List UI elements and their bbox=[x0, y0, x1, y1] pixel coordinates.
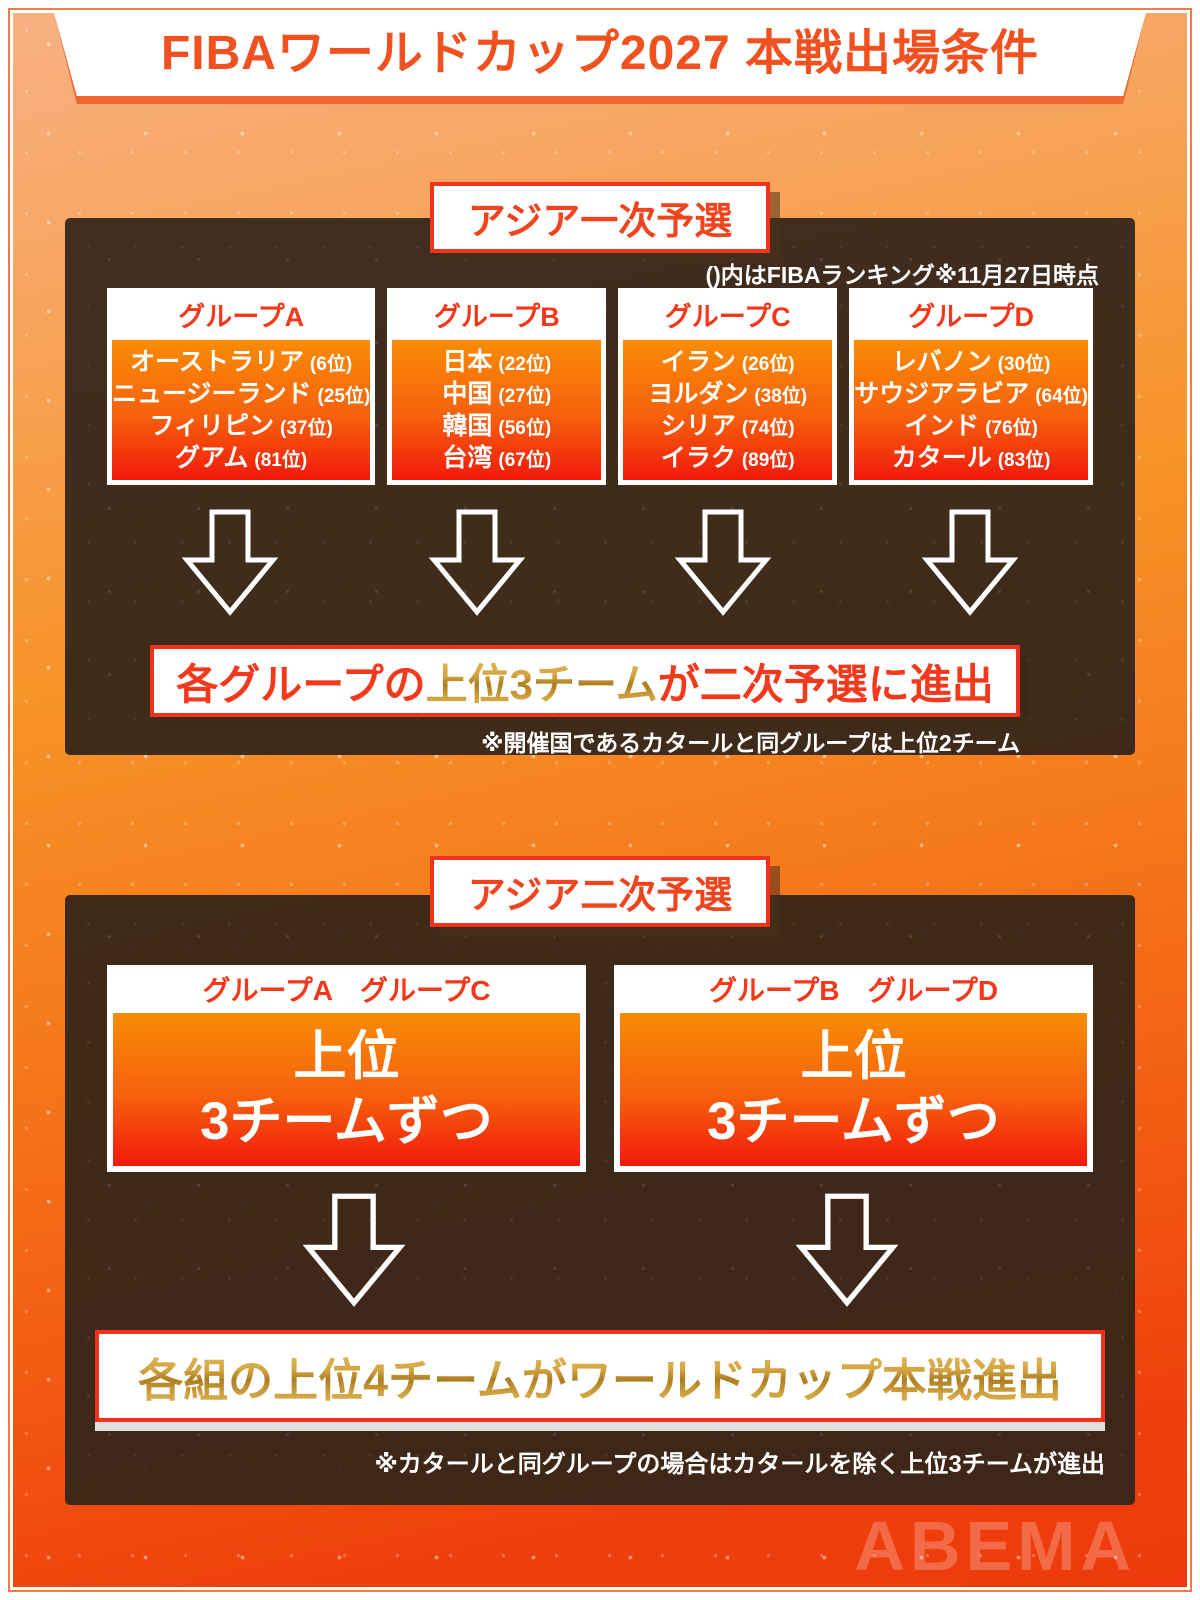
section1-arrows-row bbox=[107, 508, 1093, 616]
section2-result-banner: 各組の上位4チームがワールドカップ本戦進出 bbox=[95, 1330, 1105, 1422]
group-teams: レバノン(30位) サウジアラビア(64位) インド(76位) カタール(83位… bbox=[854, 340, 1088, 480]
team-row: カタール(83位) bbox=[891, 443, 1051, 472]
team-row: サウジアラビア(64位) bbox=[854, 379, 1088, 408]
team-row: オーストラリア(6位) bbox=[130, 347, 353, 376]
team-name: ヨルダン bbox=[648, 379, 749, 408]
team-row: 日本(22位) bbox=[442, 347, 552, 376]
pair-body: 上位 3チームずつ bbox=[620, 1013, 1087, 1166]
team-rank: (89位) bbox=[741, 449, 795, 471]
section1-groups-row: グループA オーストラリア(6位) ニュージーランド(25位) フィリピン(37… bbox=[107, 288, 1093, 485]
team-name: ニュージーランド bbox=[112, 379, 312, 408]
team-name: シリア bbox=[660, 411, 736, 440]
team-name: 韓国 bbox=[442, 411, 493, 440]
team-rank: (81位) bbox=[254, 449, 308, 471]
title-banner: FIBAワールドカップ2027 本戦出場条件 bbox=[50, 0, 1150, 96]
team-row: ヨルダン(38位) bbox=[648, 379, 808, 408]
pair-box-ac: グループA グループC 上位 3チームずつ bbox=[107, 965, 586, 1172]
team-name: サウジアラビア bbox=[854, 379, 1030, 408]
group-label: グループB bbox=[433, 301, 560, 332]
team-rank: (67位) bbox=[498, 449, 552, 471]
group-label: グループC bbox=[664, 301, 791, 332]
pair-label: グループB グループD bbox=[708, 975, 999, 1006]
pair-line: 上位 bbox=[800, 1026, 907, 1086]
team-row: 中国(27位) bbox=[442, 379, 552, 408]
section1-panel: ()内はFIBAランキング※11月27日時点 グループA オーストラリア(6位)… bbox=[65, 218, 1135, 756]
team-rank: (56位) bbox=[498, 417, 552, 439]
team-rank: (25位) bbox=[317, 385, 371, 407]
team-name: カタール bbox=[891, 443, 992, 472]
group-teams: オーストラリア(6位) ニュージーランド(25位) フィリピン(37位) グアム… bbox=[112, 340, 371, 480]
team-rank: (30位) bbox=[997, 353, 1051, 375]
team-name: グアム bbox=[175, 443, 249, 472]
banner-text-gold: 上位3チーム bbox=[426, 651, 658, 712]
team-row: 台湾(67位) bbox=[442, 443, 552, 472]
section1-result-banner: 各グループの上位3チームが二次予選に進出 bbox=[150, 645, 1020, 717]
team-row: シリア(74位) bbox=[660, 411, 795, 440]
team-rank: (38位) bbox=[754, 385, 808, 407]
down-arrow-icon bbox=[107, 1192, 600, 1307]
team-rank: (83位) bbox=[997, 449, 1051, 471]
pair-body: 上位 3チームずつ bbox=[113, 1013, 580, 1166]
team-rank: (22位) bbox=[498, 353, 552, 375]
down-arrow-icon bbox=[847, 508, 1094, 616]
banner-text-gold: 各組の上位4チームがワールドカップ本戦進出 bbox=[138, 1344, 1062, 1409]
team-rank: (76位) bbox=[985, 417, 1038, 439]
group-teams: 日本(22位) 中国(27位) 韓国(56位) 台湾(67位) bbox=[392, 340, 602, 480]
down-arrow-icon bbox=[600, 1192, 1093, 1307]
team-row: イラン(26位) bbox=[660, 347, 795, 376]
team-row: イラク(89位) bbox=[660, 443, 795, 472]
team-rank: (6位) bbox=[309, 353, 353, 375]
pair-box-bd: グループB グループD 上位 3チームずつ bbox=[614, 965, 1093, 1172]
section1-header-label: アジア一次予選 bbox=[467, 201, 733, 243]
team-name: 中国 bbox=[442, 379, 493, 408]
team-row: インド(76位) bbox=[904, 411, 1038, 440]
group-teams: イラン(26位) ヨルダン(38位) シリア(74位) イラク(89位) bbox=[623, 340, 833, 480]
team-row: グアム(81位) bbox=[175, 443, 308, 472]
team-rank: (64位) bbox=[1035, 385, 1088, 407]
team-name: 台湾 bbox=[442, 443, 493, 472]
page-title: FIBAワールドカップ2027 本戦出場条件 bbox=[160, 27, 1040, 80]
down-arrow-icon bbox=[354, 508, 601, 616]
group-box-a: グループA オーストラリア(6位) ニュージーランド(25位) フィリピン(37… bbox=[107, 288, 376, 485]
group-box-c: グループC イラン(26位) ヨルダン(38位) シリア(74位) イラク(89… bbox=[618, 288, 838, 485]
team-name: レバノン bbox=[891, 347, 992, 376]
team-name: 日本 bbox=[442, 347, 493, 376]
banner-text-red: 各グループの bbox=[176, 660, 426, 708]
team-name: オーストラリア bbox=[130, 347, 304, 376]
group-label: グループD bbox=[908, 301, 1035, 332]
team-rank: (27位) bbox=[498, 385, 552, 407]
team-row: 韓国(56位) bbox=[442, 411, 552, 440]
group-label: グループA bbox=[178, 301, 305, 332]
fiba-ranking-note: ()内はFIBAランキング※11月27日時点 bbox=[705, 262, 1099, 288]
pair-line: 上位 bbox=[293, 1026, 400, 1086]
section2-arrows-row bbox=[107, 1192, 1093, 1307]
section2-header-label: アジア二次予選 bbox=[467, 875, 733, 917]
group-box-b: グループB 日本(22位) 中国(27位) 韓国(56位) 台湾(67位) bbox=[387, 288, 607, 485]
section2-pairs-row: グループA グループC 上位 3チームずつ グループB グループD 上位 3チー… bbox=[107, 965, 1093, 1172]
pair-line: 3チームずつ bbox=[707, 1091, 1000, 1151]
pair-line: 3チームずつ bbox=[200, 1091, 493, 1151]
group-box-d: グループD レバノン(30位) サウジアラビア(64位) インド(76位) カタ… bbox=[849, 288, 1093, 485]
team-name: インド bbox=[904, 411, 980, 440]
team-rank: (37位) bbox=[280, 417, 333, 439]
team-name: フィリピン bbox=[149, 411, 275, 440]
section2-footnote: ※カタールと同グループの場合はカタールを除く上位3チームが進出 bbox=[374, 1451, 1105, 1478]
team-name: イラン bbox=[660, 347, 736, 376]
section2-panel: グループA グループC 上位 3チームずつ グループB グループD 上位 3チー… bbox=[65, 895, 1135, 1505]
banner-text-red: が二次予選に進出 bbox=[657, 660, 994, 708]
section1-header-box: アジア一次予選 bbox=[430, 182, 770, 253]
team-row: フィリピン(37位) bbox=[149, 411, 333, 440]
down-arrow-icon bbox=[600, 508, 847, 616]
abema-logo-watermark: ABEMA bbox=[854, 1507, 1136, 1585]
down-arrow-icon bbox=[107, 508, 354, 616]
pair-label: グループA グループC bbox=[202, 975, 491, 1006]
team-row: レバノン(30位) bbox=[891, 347, 1051, 376]
team-rank: (26位) bbox=[741, 353, 795, 375]
team-name: イラク bbox=[660, 443, 736, 472]
section1-footnote: ※開催国であるカタールと同グループは上位2チーム bbox=[481, 730, 1020, 756]
team-rank: (74位) bbox=[741, 417, 795, 439]
section2-header-box: アジア二次予選 bbox=[430, 856, 770, 927]
team-row: ニュージーランド(25位) bbox=[112, 379, 371, 408]
